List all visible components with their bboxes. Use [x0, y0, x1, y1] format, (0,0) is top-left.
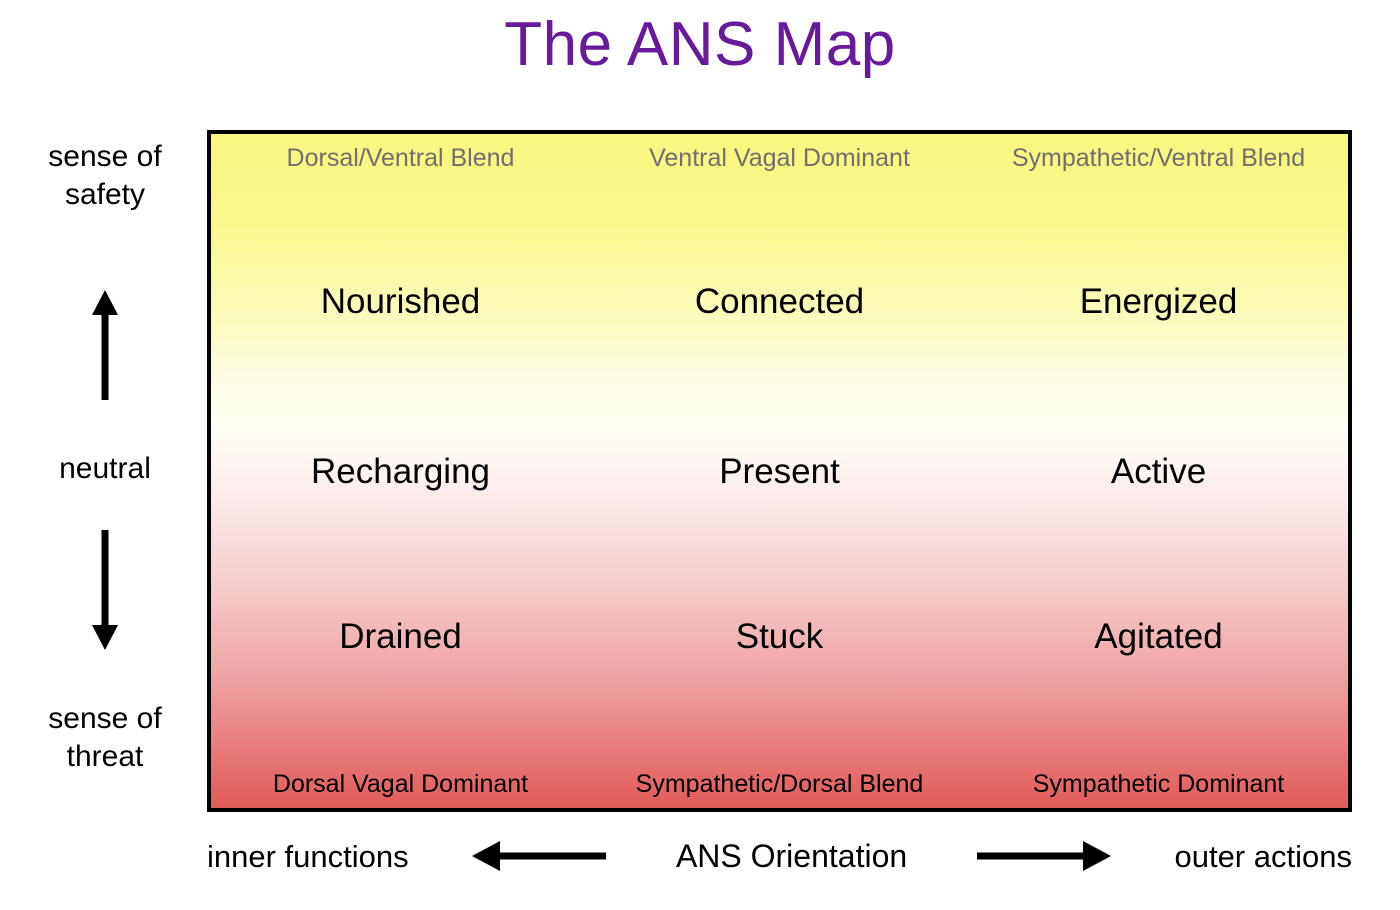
- arrow-down-head: [92, 625, 118, 650]
- page-title: The ANS Map: [504, 10, 896, 79]
- axis-label-sense-of-threat-line2: threat: [66, 739, 144, 773]
- arrow-left-head: [472, 841, 501, 871]
- arrow-up-head: [92, 290, 118, 315]
- arrow-up-icon: [92, 290, 118, 400]
- map-cell-present: Present: [719, 452, 840, 491]
- arrow-left-icon: [472, 841, 612, 871]
- map-cell-recharging: Recharging: [311, 452, 490, 491]
- map-cell-stuck: Stuck: [735, 617, 824, 656]
- map-row-safety: Nourished Connected Energized: [211, 284, 1348, 319]
- bottom-state-label-dorsal-vagal-dominant: Dorsal Vagal Dominant: [272, 770, 529, 798]
- arrow-down-shaft: [101, 530, 109, 626]
- bottom-state-labels-row: Dorsal Vagal Dominant Sympathetic/Dorsal…: [211, 772, 1348, 797]
- arrow-down-icon: [92, 530, 118, 650]
- map-cell-active: Active: [1110, 452, 1207, 491]
- map-row-threat: Drained Stuck Agitated: [211, 619, 1348, 654]
- map-cell-agitated: Agitated: [1094, 617, 1223, 656]
- arrow-right-icon: [971, 841, 1111, 871]
- axis-label-sense-of-threat-line1: sense of: [48, 702, 162, 735]
- map-cell-connected: Connected: [694, 282, 865, 321]
- top-state-label-sympathetic-ventral-blend: Sympathetic/Ventral Blend: [1011, 144, 1306, 172]
- horizontal-axis: inner functions ANS Orientation outer ac…: [207, 826, 1352, 886]
- map-cell-nourished: Nourished: [320, 282, 481, 321]
- map-cell-energized: Energized: [1079, 282, 1238, 321]
- bottom-state-label-sympathetic-dorsal-blend: Sympathetic/Dorsal Blend: [635, 770, 924, 798]
- map-cell-drained: Drained: [339, 617, 462, 656]
- arrow-up-shaft: [101, 312, 109, 400]
- vertical-axis: sense of safety neutral sense of threat: [10, 130, 200, 812]
- axis-label-ans-orientation: ANS Orientation: [675, 838, 908, 874]
- ans-map-grid: Dorsal/Ventral Blend Ventral Vagal Domin…: [207, 130, 1352, 812]
- axis-label-inner-functions: inner functions: [207, 838, 409, 874]
- axis-label-neutral: neutral: [59, 452, 151, 485]
- arrow-left-shaft: [498, 852, 607, 860]
- map-row-neutral: Recharging Present Active: [211, 454, 1348, 489]
- axis-label-sense-of-threat: sense of threat: [10, 700, 200, 775]
- arrow-right-head: [1082, 841, 1111, 871]
- top-state-label-dorsal-ventral-blend: Dorsal/Ventral Blend: [286, 144, 515, 172]
- top-state-labels-row: Dorsal/Ventral Blend Ventral Vagal Domin…: [211, 146, 1348, 171]
- bottom-state-label-sympathetic-dominant: Sympathetic Dominant: [1032, 770, 1285, 798]
- arrow-right-shaft: [976, 852, 1085, 860]
- axis-label-sense-of-safety-line2: safety: [64, 177, 146, 211]
- axis-label-sense-of-safety-line1: sense of: [48, 140, 162, 173]
- axis-label-sense-of-safety: sense of safety: [10, 138, 200, 213]
- top-state-label-ventral-vagal-dominant: Ventral Vagal Dominant: [649, 144, 910, 172]
- axis-label-outer-actions: outer actions: [1174, 838, 1352, 874]
